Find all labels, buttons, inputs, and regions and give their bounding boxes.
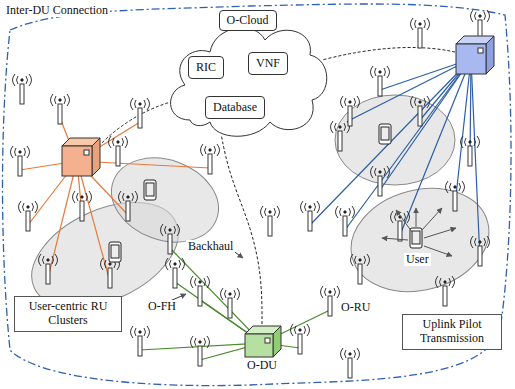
callout-label: O-RU [339, 301, 372, 314]
vnf-box: VNF [248, 52, 288, 75]
callout-label: User [404, 253, 431, 266]
database-box: Database [205, 96, 265, 119]
user-phones [109, 124, 422, 262]
node-text: O-Cloud [219, 10, 277, 31]
pilot-arrows [382, 208, 456, 256]
callout-leaders [170, 250, 243, 301]
node-text: O-DU [242, 358, 282, 373]
o-du-node: O-DU [242, 324, 282, 373]
cluster-label-box: User-centric RU Clusters [14, 296, 122, 332]
edge-layer [221, 135, 262, 324]
pilot-label-box: Uplink Pilot Transmission [402, 314, 502, 350]
node-text: RIC [196, 60, 216, 74]
node-text: Uplink Pilot Transmission [420, 317, 484, 345]
node-text: Database [213, 100, 257, 114]
du-cube [242, 324, 282, 358]
node-text: User-centric RU Clusters [29, 299, 108, 327]
diagram-title: Inter-DU Connection [4, 4, 110, 17]
o-cloud: O-CloudRIC VNF Database [160, 8, 335, 143]
node-text: VNF [256, 56, 280, 70]
inter-du-boundary [3, 4, 512, 386]
ric-box: RIC [188, 56, 224, 79]
callout-label: Backhaul [186, 240, 235, 253]
backhaul-link [221, 135, 262, 324]
callout-label: O-FH [146, 300, 178, 313]
